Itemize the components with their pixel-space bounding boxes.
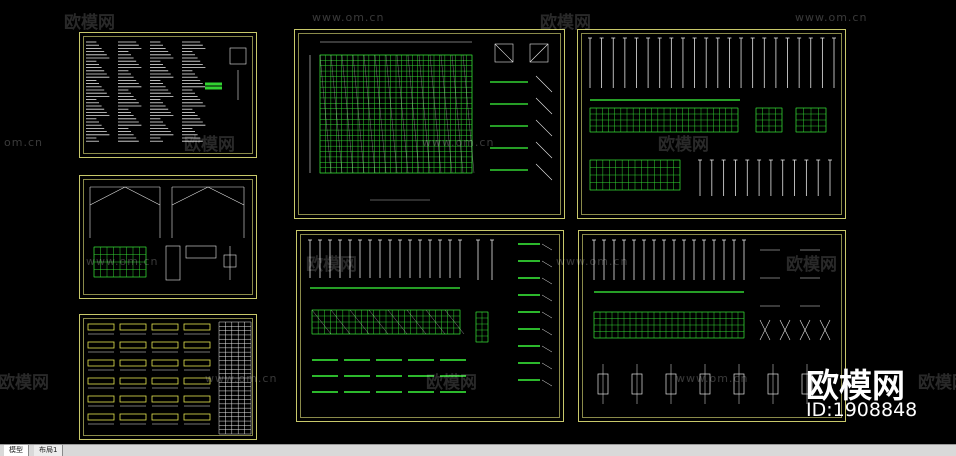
sheet-inner-frame (298, 33, 561, 215)
sheet-inner-frame (300, 234, 560, 418)
watermark-big-brand: 欧模网 (806, 366, 905, 405)
sheet-inner-frame (582, 234, 842, 418)
sheet-inner-frame (83, 36, 253, 154)
cad-model-space[interactable]: 欧模网 www.om.cn 欧模网 www.om.cn om.cn 欧模网 ww… (0, 0, 956, 444)
tab-layout-1[interactable]: 布局1 (34, 445, 64, 456)
sheet-inner-frame (83, 318, 253, 436)
sheet-inner-frame (83, 179, 253, 295)
sheet-design-notes[interactable] (79, 32, 257, 158)
tab-model[interactable]: 模型 (4, 445, 29, 456)
sheet-member-details[interactable] (79, 314, 257, 440)
sheet-wall-bracing[interactable] (296, 230, 564, 422)
watermark-id: ID:1908848 (806, 399, 918, 421)
sheet-node-details[interactable] (578, 230, 846, 422)
cad-drawing-linework (86, 37, 836, 435)
layout-tab-bar: 模型 布局1 (0, 444, 956, 456)
sheet-roof-plan[interactable] (294, 29, 565, 219)
sheet-inner-frame (581, 33, 842, 215)
sheet-column-layout[interactable] (577, 29, 846, 219)
sheet-portal-frame-elevation[interactable] (79, 175, 257, 299)
